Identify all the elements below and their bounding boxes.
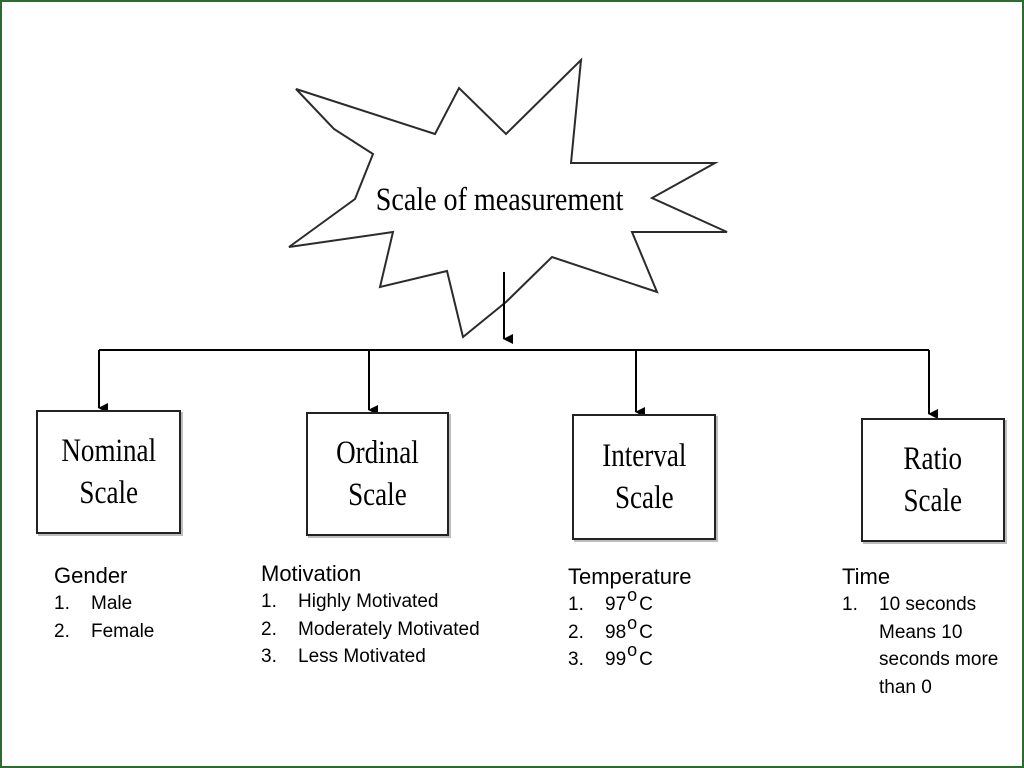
ratio-scale-box: Ratio Scale <box>861 418 1005 542</box>
ratio-example: Time 1.10 seconds Means 10 seconds more … <box>842 563 1005 701</box>
nominal-scale-label-line1: Nominal <box>61 433 156 469</box>
ratio-scale-label-line1: Ratio <box>903 441 963 477</box>
interval-example-heading: Temperature <box>568 564 692 589</box>
starburst-shape <box>288 57 728 339</box>
list-item: 1.Highly Motivated <box>261 591 439 612</box>
nominal-example-list: 1.Male 2.Female <box>54 590 154 645</box>
ordinal-scale-label-line1: Ordinal <box>336 435 419 471</box>
list-item: 1.10 seconds Means 10 seconds more than … <box>842 594 999 698</box>
degree-symbol: o <box>627 585 638 605</box>
ratio-example-heading: Time <box>842 564 891 589</box>
ratio-example-list: 1.10 seconds Means 10 seconds more than … <box>842 591 1005 701</box>
interval-scale-label-line1: Interval <box>601 438 687 474</box>
interval-scale-label-line2: Scale <box>614 480 674 516</box>
list-item: 2.Moderately Motivated <box>261 618 480 640</box>
ordinal-scale-label-line2: Scale <box>348 477 407 513</box>
nominal-scale-label-line2: Scale <box>79 475 138 511</box>
list-item: 3.Less Motivated <box>261 646 426 667</box>
ordinal-scale-box: Ordinal Scale <box>306 412 449 536</box>
nominal-example: Gender 1.Male 2.Female <box>54 562 154 645</box>
nominal-example-heading: Gender <box>54 563 128 588</box>
ratio-scale-label-line2: Scale <box>903 483 963 519</box>
ordinal-example: Motivation 1.Highly Motivated 2.Moderate… <box>261 560 480 671</box>
list-item: 2.Female <box>54 620 155 642</box>
ordinal-example-heading: Motivation <box>261 561 362 586</box>
degree-symbol: o <box>627 640 638 660</box>
interval-scale-box: Interval Scale <box>572 414 716 540</box>
degree-symbol: o <box>627 612 638 633</box>
diagram-title: Scale of measurement <box>375 182 624 218</box>
ordinal-example-list: 1.Highly Motivated 2.Moderately Motivate… <box>261 588 480 671</box>
nominal-scale-box: Nominal Scale <box>36 410 181 534</box>
list-item: 1.Male <box>54 593 133 614</box>
